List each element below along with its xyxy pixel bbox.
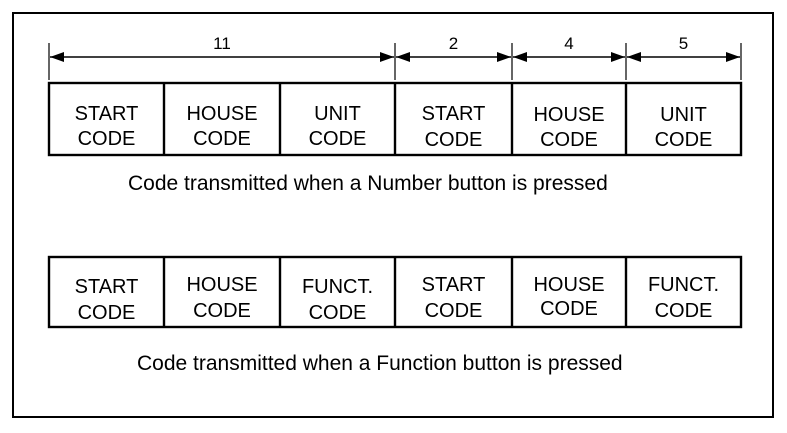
code-cell-label: START [422, 103, 486, 125]
code-cell-label: START [75, 103, 139, 125]
code-cell-label: START [422, 274, 486, 296]
code-cell-label: CODE [78, 128, 136, 150]
code-cell-label: START [75, 276, 139, 298]
dimension-label: 4 [564, 34, 573, 53]
function-code-row: STARTCODEHOUSECODEFUNCT.CODESTARTCODEHOU… [47, 255, 743, 329]
dimension-lines: 11 2 4 5 [48, 34, 742, 80]
code-cell-label: CODE [78, 302, 136, 324]
number-caption: Code transmitted when a Number button is… [128, 172, 608, 195]
diagram-frame [12, 12, 774, 418]
code-cell-label: HOUSE [186, 103, 257, 125]
code-cell-label: CODE [309, 128, 367, 150]
function-caption: Code transmitted when a Function button … [137, 352, 623, 375]
code-cell-label: CODE [540, 129, 598, 151]
code-cell-label: CODE [309, 302, 367, 324]
code-cell-label: CODE [193, 128, 251, 150]
dimension-label: 5 [679, 34, 688, 53]
code-cell-label: UNIT [314, 103, 361, 125]
code-cell-label: CODE [655, 129, 713, 151]
number-code-row: START CODE HOUSE CODE UNIT CODE START CODE HOUSE… [47, 81, 743, 157]
code-cell-label: CODE [540, 298, 598, 320]
code-cell-label: HOUSE [186, 274, 257, 296]
dimension-label: 11 [213, 34, 231, 53]
code-cell-label: HOUSE [533, 274, 604, 296]
code-cell-label: FUNCT. [302, 276, 373, 298]
code-cell-label: CODE [655, 300, 713, 322]
code-cell-label: FUNCT. [648, 274, 719, 296]
code-cell-label: UNIT [660, 104, 707, 126]
code-cell-label: CODE [425, 129, 483, 151]
code-cell-label: CODE [193, 300, 251, 322]
code-cell-label: HOUSE [533, 104, 604, 126]
code-cell-label: CODE [425, 300, 483, 322]
dimension-label: 2 [449, 34, 458, 53]
